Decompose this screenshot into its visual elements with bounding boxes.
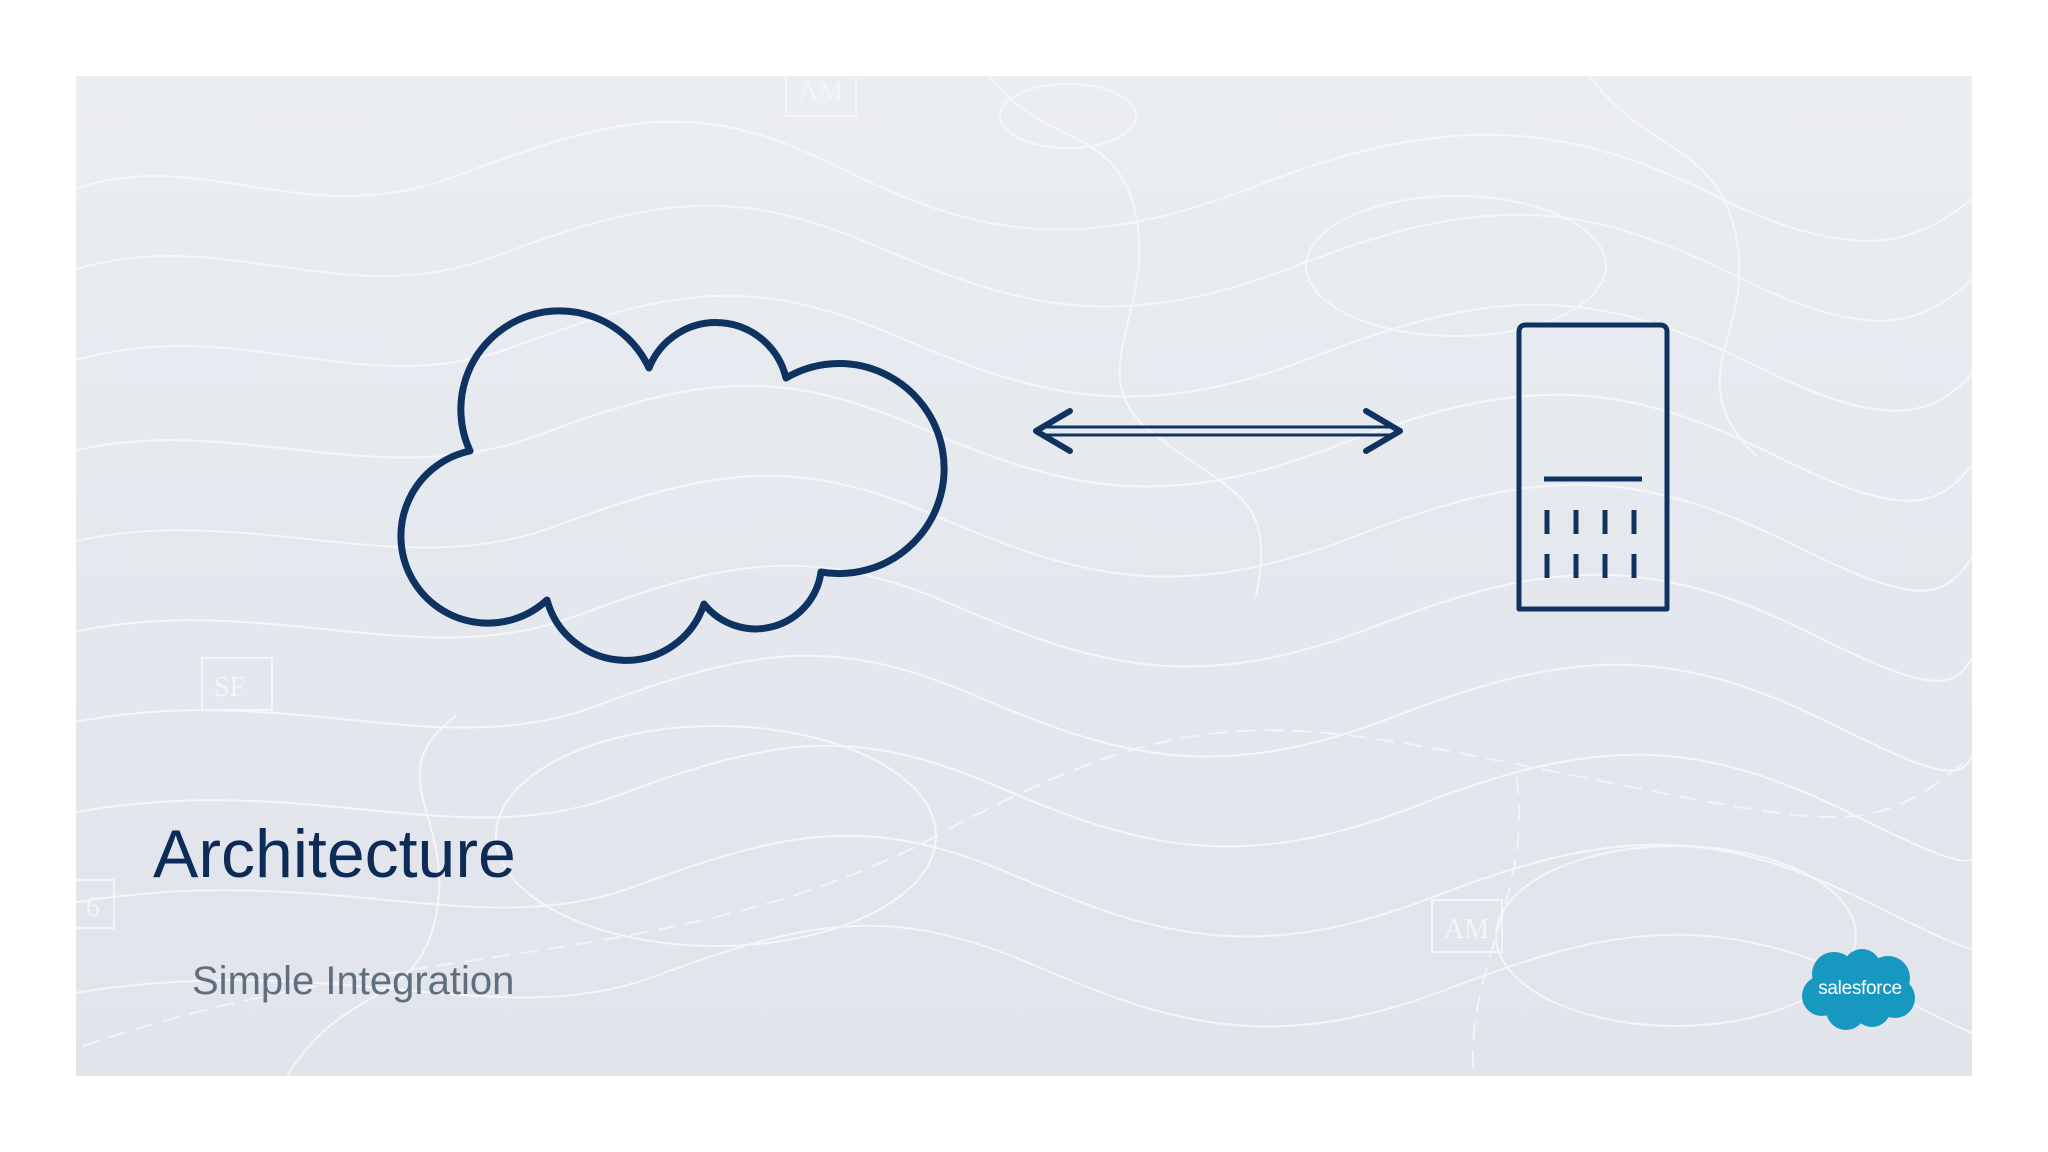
- server-icon: [1516, 322, 1670, 612]
- architecture-diagram: [397, 307, 1670, 664]
- salesforce-logo: salesforce: [1800, 948, 1920, 1030]
- slide-subtitle: Simple Integration: [192, 959, 515, 1003]
- watermark-label: AM: [1444, 914, 1489, 945]
- slide: AM SF AM 6: [76, 76, 1972, 1076]
- watermark-label: SF: [214, 672, 245, 703]
- logo-text: salesforce: [1818, 978, 1902, 999]
- bidirectional-arrow: [1033, 408, 1403, 454]
- slide-title: Architecture: [153, 816, 516, 892]
- topographic-background: AM SF AM 6: [76, 76, 1972, 1076]
- watermark-label: AM: [798, 76, 843, 107]
- cloud-icon: [397, 307, 948, 664]
- watermark-label: 6: [86, 892, 100, 923]
